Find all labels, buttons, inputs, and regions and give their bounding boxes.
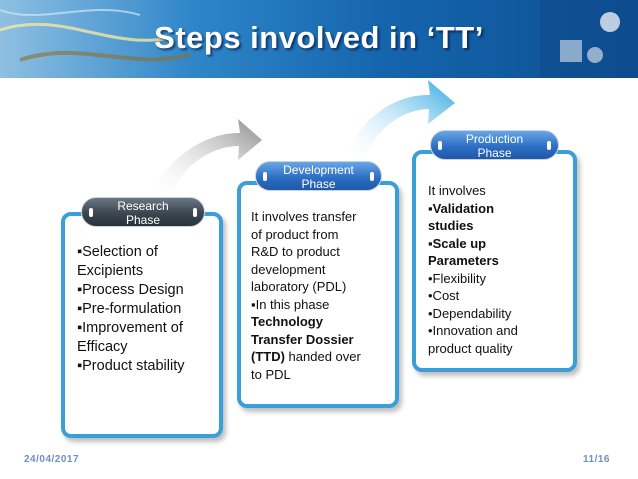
content-line: ▪In this phase — [251, 296, 361, 314]
content-line-bold: (TTD) — [251, 349, 285, 364]
content-line: Transfer Dossier — [251, 331, 361, 349]
content-line: ▪Validation — [428, 200, 518, 218]
content-line: Excipients — [77, 262, 185, 281]
phase-label-line2: Phase — [431, 146, 558, 160]
content-line: •Flexibility — [428, 270, 518, 288]
development-phase-content: It involves transfer of product from R&D… — [251, 208, 361, 383]
content-line: ▪Improvement of — [77, 319, 185, 338]
content-line: laboratory (PDL) — [251, 278, 361, 296]
content-line: product quality — [428, 340, 518, 358]
research-phase-content: ▪Selection of Excipients ▪Process Design… — [77, 243, 185, 376]
content-line: of product from — [251, 226, 361, 244]
content-line: to PDL — [251, 366, 361, 384]
content-line: ▪Product stability — [77, 357, 185, 376]
content-line: Parameters — [428, 252, 518, 270]
phase-label-line1: Development — [256, 163, 381, 177]
content-line: It involves — [428, 182, 518, 200]
content-line-rest: handed over — [285, 349, 361, 364]
phase-label-line2: Phase — [256, 177, 381, 191]
research-phase-label: Research Phase — [81, 197, 205, 227]
content-line: •Cost — [428, 287, 518, 305]
development-phase-label: Development Phase — [255, 161, 382, 191]
phase-label-line1: Production — [431, 132, 558, 146]
production-phase-label: Production Phase — [430, 130, 559, 160]
content-line: R&D to product — [251, 243, 361, 261]
production-phase-content: It involves ▪Validation studies ▪Scale u… — [428, 182, 518, 357]
content-line: studies — [428, 217, 518, 235]
phase-label-line1: Research — [82, 199, 204, 213]
content-line: Efficacy — [77, 338, 185, 357]
content-line: ▪Selection of — [77, 243, 185, 262]
content-line: (TTD) handed over — [251, 348, 361, 366]
phase-label-line2: Phase — [82, 213, 204, 227]
content-line: ▪Pre-formulation — [77, 300, 185, 319]
content-line: Technology — [251, 313, 361, 331]
slide-page-number: 11/16 — [583, 454, 610, 465]
slide-date: 24/04/2017 — [24, 454, 79, 465]
content-line: •Innovation and — [428, 322, 518, 340]
content-line: ▪Process Design — [77, 281, 185, 300]
content-line: ▪Scale up — [428, 235, 518, 253]
content-line: It involves transfer — [251, 208, 361, 226]
content-line: development — [251, 261, 361, 279]
content-line: •Dependability — [428, 305, 518, 323]
